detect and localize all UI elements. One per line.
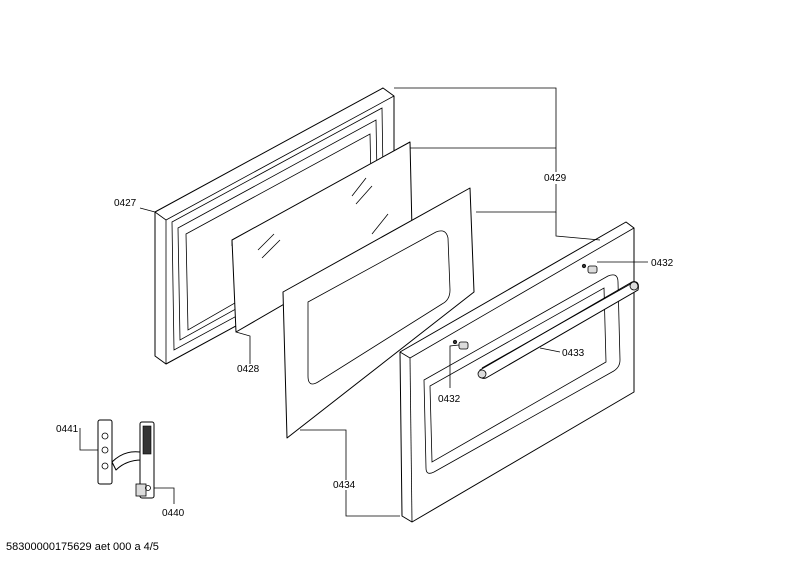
label-0433: 0433 [562, 348, 585, 359]
label-0434: 0434 [333, 480, 356, 491]
part-hinge-assembly [97, 419, 155, 499]
label-0441: 0441 [56, 424, 79, 435]
label-0427: 0427 [114, 198, 137, 209]
label-0432-lower: 0432 [438, 394, 461, 405]
document-id: 58300000175629 aet 000 a 4/5 [6, 541, 159, 553]
label-0428: 0428 [237, 364, 260, 375]
part-middle-glass-pane [282, 187, 475, 439]
leader-lines [79, 87, 648, 517]
label-0429: 0429 [544, 173, 567, 184]
label-0432-upper: 0432 [651, 258, 674, 269]
bolt-0432-lower [452, 339, 469, 350]
bolt-0432-upper [581, 263, 598, 274]
label-0440: 0440 [162, 508, 185, 519]
part-front-door-panel [399, 221, 639, 523]
